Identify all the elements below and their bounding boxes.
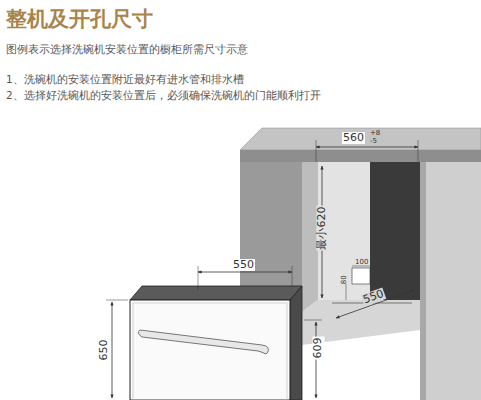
tolerance: +8 — [370, 130, 380, 138]
note: 2、选择好洗碗机的安装位置后，必须确保洗碗机的门能顺利打开 — [6, 90, 321, 102]
tolerance: -5 — [370, 138, 377, 146]
dimension: 609 — [312, 337, 324, 360]
dimension: 80 — [341, 275, 349, 284]
dimension: 100 — [355, 259, 368, 267]
dimension: 最小620 — [316, 206, 328, 251]
title: 整机及开孔尺寸 — [6, 8, 153, 31]
dimension: 650 — [98, 339, 110, 362]
dimension: 550 — [232, 259, 255, 271]
subtitle: 图例表示选择洗碗机安装位置的橱柜所需尺寸示意 — [6, 44, 248, 56]
dimension: 560 — [342, 132, 365, 144]
note: 1、洗碗机的安装位置附近最好有进水管和排水槽 — [6, 74, 244, 86]
